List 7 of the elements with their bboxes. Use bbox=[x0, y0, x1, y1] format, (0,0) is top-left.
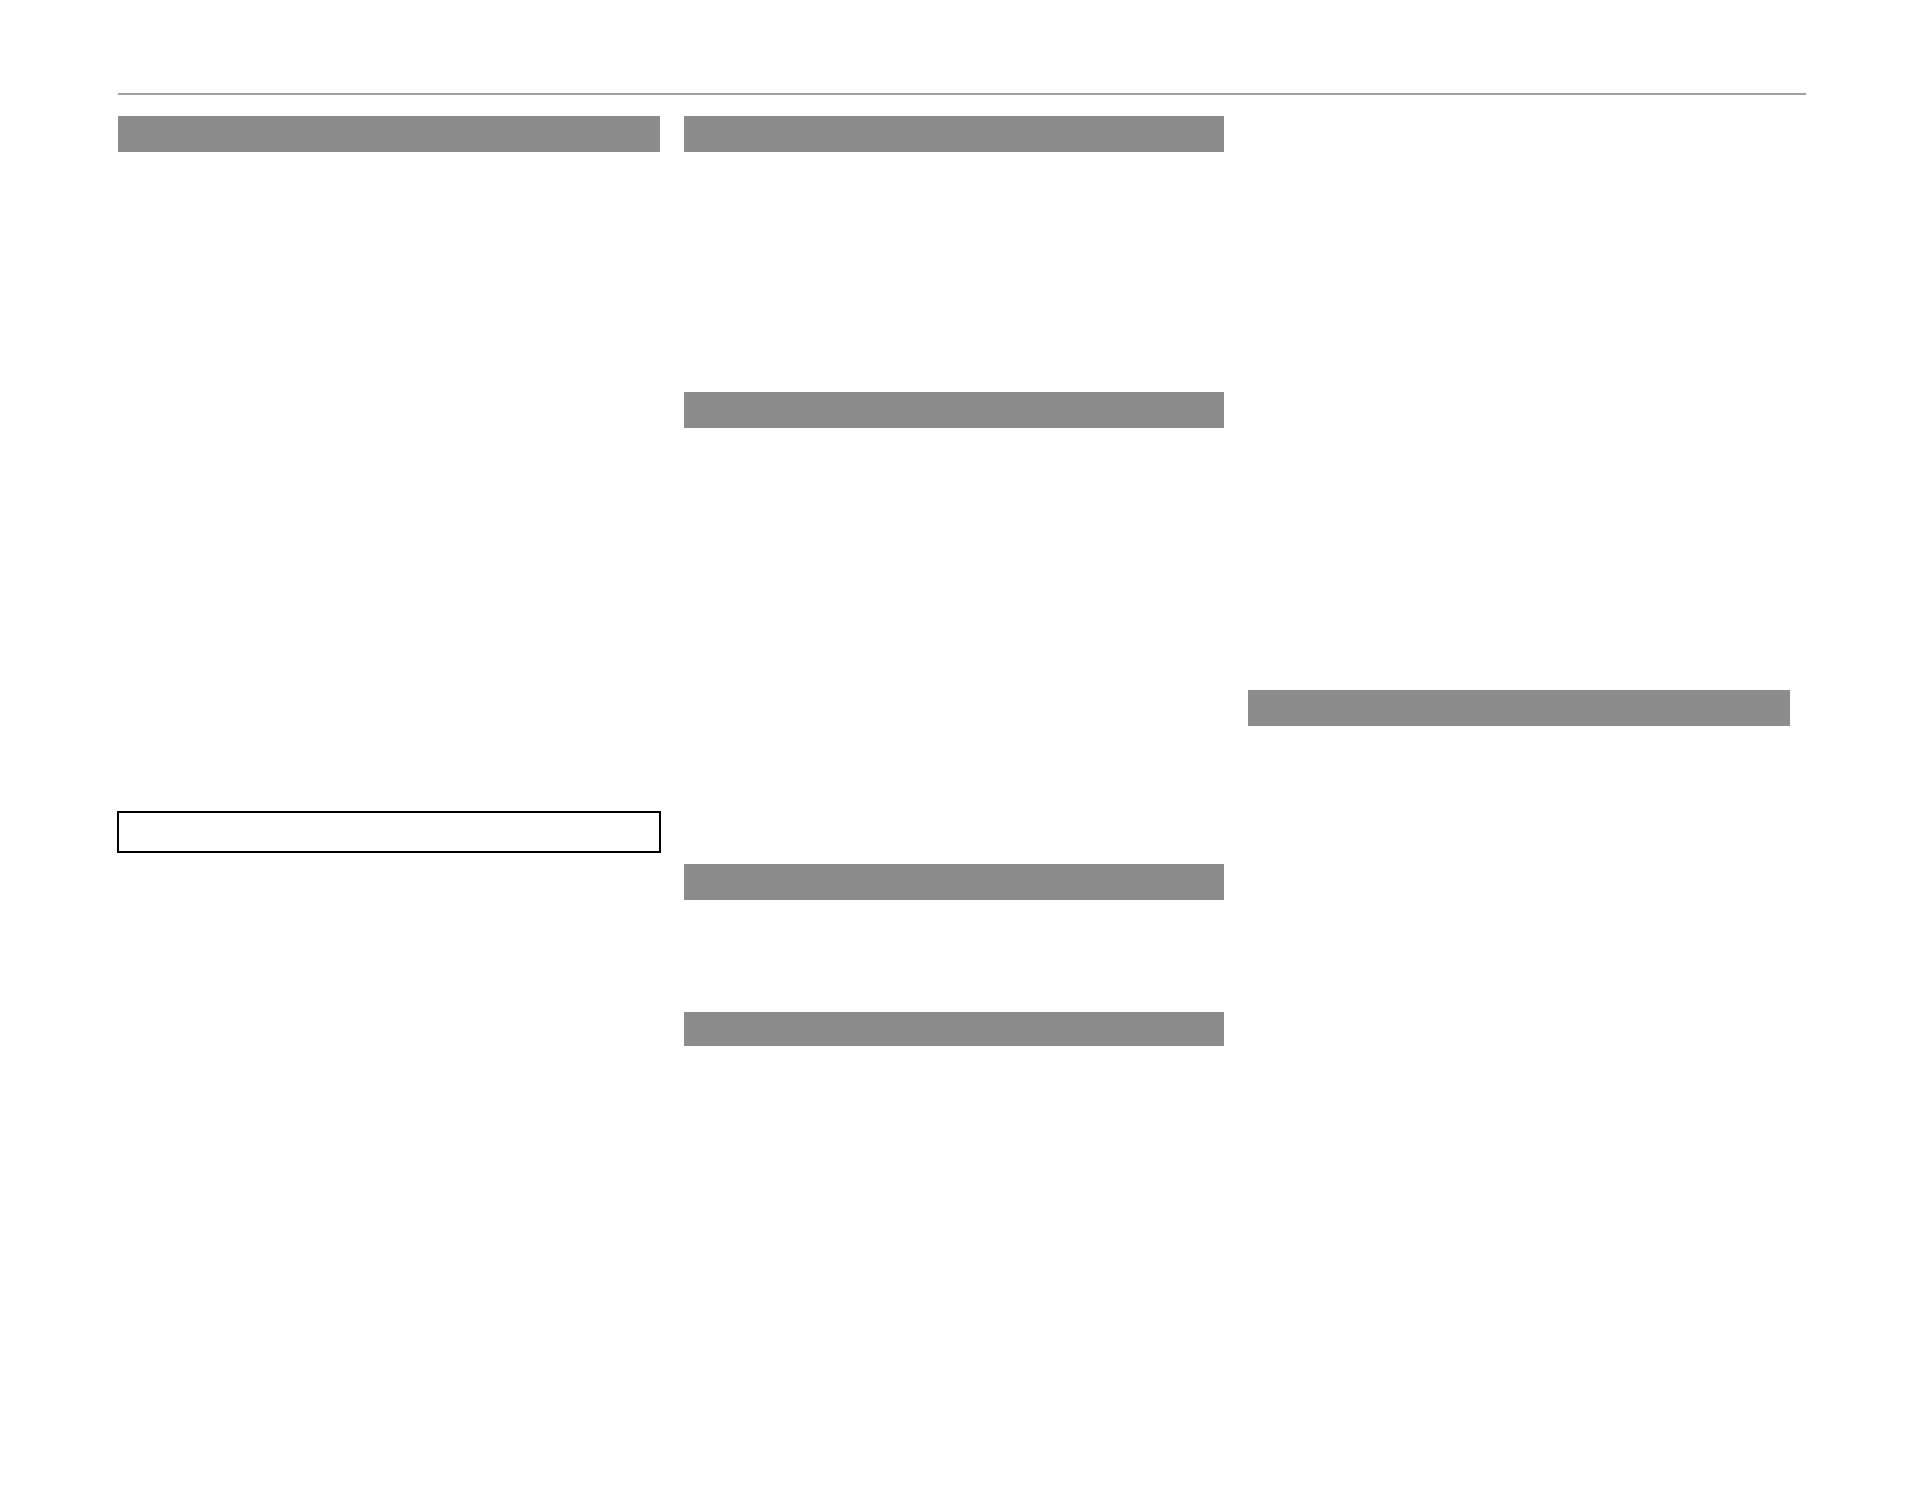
heading-bar bbox=[684, 1012, 1224, 1046]
heading-bar bbox=[118, 116, 660, 152]
heading-bar bbox=[684, 392, 1224, 428]
heading-bar bbox=[684, 116, 1224, 152]
heading-bar bbox=[684, 864, 1224, 900]
heading-bar bbox=[1248, 690, 1790, 726]
note-box bbox=[117, 811, 661, 853]
